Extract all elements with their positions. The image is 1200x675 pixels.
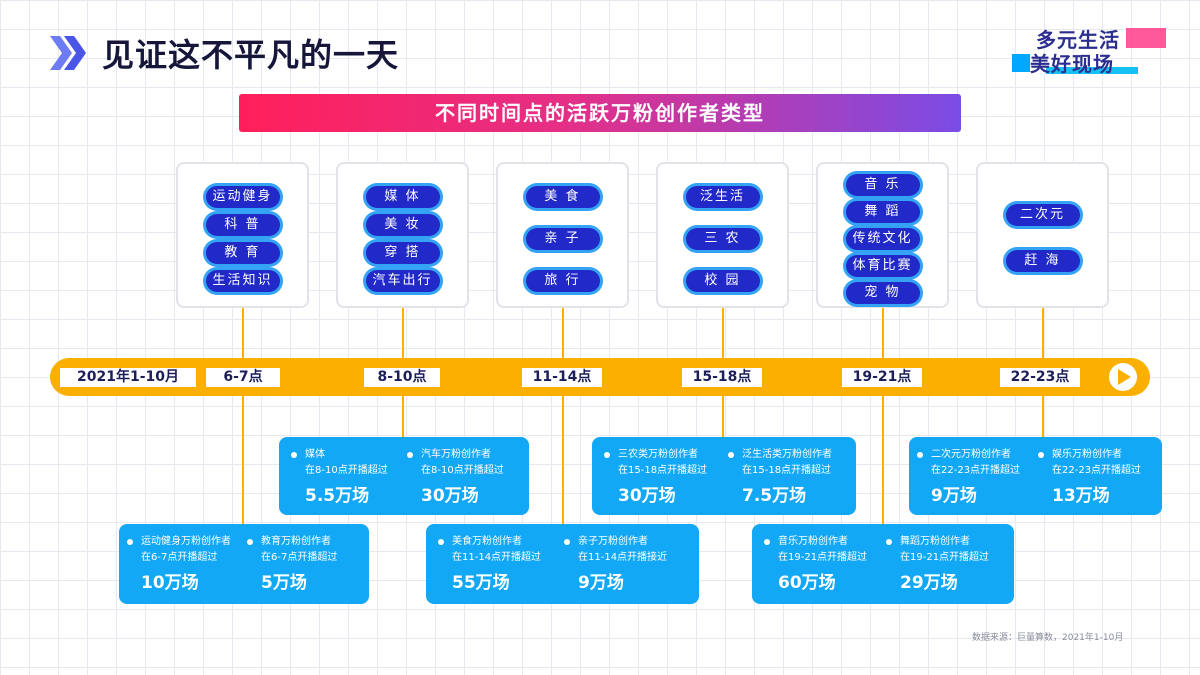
connector-line — [1042, 396, 1044, 437]
time-label: 15-18点 — [682, 368, 762, 387]
category-pill: 运动健身 — [205, 186, 280, 208]
category-pill: 教 育 — [205, 242, 280, 264]
category-pill: 赶 海 — [1005, 250, 1080, 272]
category-pill: 汽车出行 — [365, 270, 440, 292]
stat-value: 55万场 — [452, 573, 510, 593]
stat-desc: 在22-23点开播超过 — [1052, 465, 1142, 476]
stat-name: 运动健身万粉创作者 — [141, 536, 231, 547]
category-pill: 科 普 — [205, 214, 280, 236]
connector-line — [722, 396, 724, 437]
stat-desc: 在6-7点开播超过 — [141, 552, 218, 563]
timeline-start-label: 2021年1-10月 — [60, 368, 196, 387]
stat-value: 60万场 — [778, 573, 836, 593]
stat-card-6-7: 运动健身万粉创作者 在6-7点开播超过 10万场 教育万粉创作者 在6-7点开播… — [119, 524, 369, 604]
stat-card-22-23: 二次元万粉创作者 在22-23点开播超过 9万场 娱乐万粉创作者 在22-23点… — [909, 437, 1162, 515]
stat-card-15-18: 三农类万粉创作者 在15-18点开播超过 30万场 泛生活类万粉创作者 在15-… — [592, 437, 856, 515]
stat-name: 媒体 — [305, 449, 325, 460]
category-pill: 旅 行 — [525, 270, 600, 292]
category-pill: 泛生活 — [685, 186, 760, 208]
brand-logo: 多元生活 美好现场 — [1008, 24, 1168, 76]
category-pill: 舞 蹈 — [845, 201, 920, 223]
stat-desc: 在19-21点开播超过 — [900, 552, 990, 563]
category-pill: 亲 子 — [525, 228, 600, 250]
stat-desc: 在15-18点开播超过 — [618, 465, 708, 476]
category-box-15-18: 泛生活 三 农 校 园 — [656, 162, 789, 308]
category-pill: 体育比赛 — [845, 255, 920, 277]
category-pill: 生活知识 — [205, 270, 280, 292]
logo-line-1: 多元生活 — [1036, 28, 1120, 52]
stat-value: 7.5万场 — [742, 486, 807, 506]
category-box-11-14: 美 食 亲 子 旅 行 — [496, 162, 629, 308]
stat-desc: 在8-10点开播超过 — [305, 465, 388, 476]
stat-value: 30万场 — [421, 486, 479, 506]
stat-value: 9万场 — [931, 486, 977, 506]
time-label: 19-21点 — [842, 368, 922, 387]
time-label: 22-23点 — [1000, 368, 1080, 387]
connector-line — [242, 308, 244, 358]
time-label: 6-7点 — [206, 368, 280, 387]
stat-name: 音乐万粉创作者 — [778, 536, 848, 547]
category-box-6-7: 运动健身 科 普 教 育 生活知识 — [176, 162, 309, 308]
stat-desc: 在6-7点开播超过 — [261, 552, 338, 563]
stat-name: 泛生活类万粉创作者 — [742, 449, 832, 460]
stat-desc: 在15-18点开播超过 — [742, 465, 832, 476]
stat-value: 13万场 — [1052, 486, 1110, 506]
stat-desc: 在22-23点开播超过 — [931, 465, 1021, 476]
stat-value: 5万场 — [261, 573, 307, 593]
category-pill: 穿 搭 — [365, 242, 440, 264]
stat-card-8-10: 媒体 在8-10点开播超过 5.5万场 汽车万粉创作者 在8-10点开播超过 3… — [279, 437, 529, 515]
stat-value: 5.5万场 — [305, 486, 370, 506]
stat-name: 美食万粉创作者 — [452, 536, 522, 547]
connector-line — [242, 396, 244, 524]
stat-name: 二次元万粉创作者 — [931, 449, 1011, 460]
category-pill: 传统文化 — [845, 228, 920, 250]
category-pill: 音 乐 — [845, 174, 920, 196]
stat-card-11-14: 美食万粉创作者 在11-14点开播超过 55万场 亲子万粉创作者 在11-14点… — [426, 524, 699, 604]
stat-desc: 在11-14点开播接近 — [578, 552, 668, 563]
stat-name: 舞蹈万粉创作者 — [900, 536, 970, 547]
stat-name: 汽车万粉创作者 — [421, 449, 491, 460]
stat-name: 亲子万粉创作者 — [578, 536, 648, 547]
timeline-arrow-icon — [1109, 363, 1137, 391]
stat-desc: 在19-21点开播超过 — [778, 552, 868, 563]
connector-line — [1042, 308, 1044, 358]
stat-desc: 在11-14点开播超过 — [452, 552, 542, 563]
section-banner: 不同时间点的活跃万粉创作者类型 — [239, 94, 961, 132]
time-label: 8-10点 — [364, 368, 440, 387]
category-box-19-21: 音 乐 舞 蹈 传统文化 体育比赛 宠 物 — [816, 162, 949, 308]
stat-name: 教育万粉创作者 — [261, 536, 331, 547]
page-title: 见证这不平凡的一天 — [102, 36, 400, 74]
connector-line — [402, 396, 404, 437]
connector-line — [882, 308, 884, 358]
category-pill: 美 妆 — [365, 214, 440, 236]
connector-line — [882, 396, 884, 524]
time-label: 11-14点 — [522, 368, 602, 387]
connector-line — [722, 308, 724, 358]
category-pill: 媒 体 — [365, 186, 440, 208]
stat-desc: 在8-10点开播超过 — [421, 465, 504, 476]
stat-value: 29万场 — [900, 573, 958, 593]
category-pill: 三 农 — [685, 228, 760, 250]
double-chevron-icon — [50, 36, 86, 70]
stat-name: 三农类万粉创作者 — [618, 449, 698, 460]
category-box-22-23: 二次元 赶 海 — [976, 162, 1109, 308]
logo-line-2: 美好现场 — [1030, 52, 1114, 76]
category-box-8-10: 媒 体 美 妆 穿 搭 汽车出行 — [336, 162, 469, 308]
category-pill: 二次元 — [1005, 204, 1080, 226]
stat-value: 30万场 — [618, 486, 676, 506]
connector-line — [402, 308, 404, 358]
connector-line — [562, 396, 564, 524]
stat-card-19-21: 音乐万粉创作者 在19-21点开播超过 60万场 舞蹈万粉创作者 在19-21点… — [752, 524, 1014, 604]
connector-line — [562, 308, 564, 358]
stat-value: 9万场 — [578, 573, 624, 593]
data-source-note: 数据来源：巨量算数，2021年1-10月 — [972, 633, 1124, 643]
category-pill: 美 食 — [525, 186, 600, 208]
category-pill: 宠 物 — [845, 282, 920, 304]
stat-name: 娱乐万粉创作者 — [1052, 449, 1122, 460]
stat-value: 10万场 — [141, 573, 199, 593]
category-pill: 校 园 — [685, 270, 760, 292]
